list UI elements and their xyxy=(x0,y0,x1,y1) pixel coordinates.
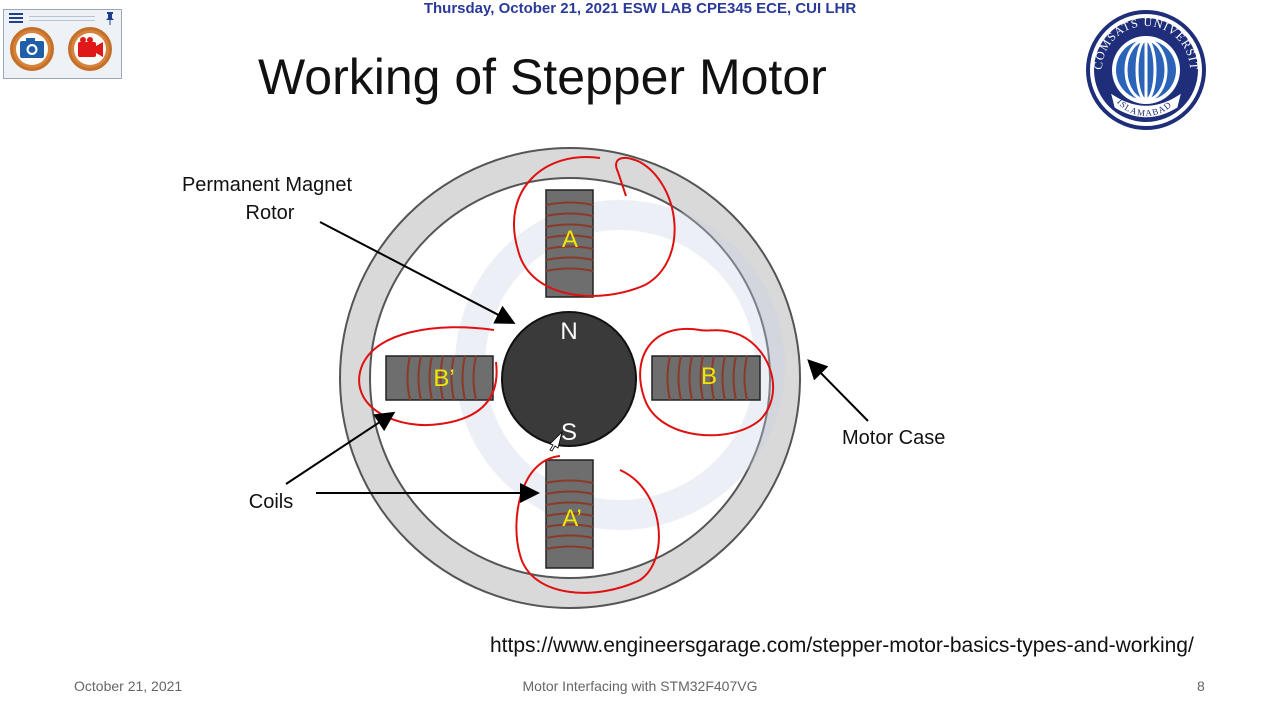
mouse-cursor xyxy=(549,430,563,452)
coil-a-prime: A’ xyxy=(545,459,594,569)
footer-title: Motor Interfacing with STM32F407VG xyxy=(522,678,758,694)
coil-label-b-prime: B’ xyxy=(433,365,454,392)
recorder-toolbar xyxy=(3,9,122,79)
source-url[interactable]: https://www.engineersgarage.com/stepper-… xyxy=(490,634,1194,657)
header-text: Thursday, October 21, 2021 ESW LAB CPE34… xyxy=(423,0,857,17)
camera-icon xyxy=(20,38,44,58)
coil-label-b: B xyxy=(701,363,717,390)
coils-arrow-upper xyxy=(285,411,396,485)
university-logo: COMSATS UNIVERSITY ISLAMABAD xyxy=(1080,6,1206,130)
coil-label-a-prime: A’ xyxy=(562,505,582,532)
pin-icon[interactable] xyxy=(104,11,116,25)
coil-b-prime: B’ xyxy=(385,355,494,401)
coil-a: A xyxy=(545,189,594,298)
slide-number: 8 xyxy=(1197,678,1205,694)
record-video-button[interactable] xyxy=(68,27,112,71)
screenshot-button[interactable] xyxy=(10,27,54,71)
coils-label: Coils xyxy=(249,491,293,513)
rotor-south-label: S xyxy=(561,419,577,446)
slide-title: Working of Stepper Motor xyxy=(258,49,827,105)
video-camera-icon xyxy=(78,37,103,57)
rotor xyxy=(501,311,637,447)
recorder-titlebar[interactable] xyxy=(4,10,121,26)
menu-icon[interactable] xyxy=(9,12,23,24)
coil-b: B xyxy=(651,355,761,401)
rotor-north-label: N xyxy=(560,318,577,345)
case-arrow xyxy=(807,359,869,422)
rotor-arrow xyxy=(319,221,516,324)
drag-handle[interactable] xyxy=(29,16,95,21)
motor-case-label: Motor Case xyxy=(842,427,945,449)
footer-date: October 21, 2021 xyxy=(74,678,183,694)
coil-label-a: A xyxy=(562,226,578,253)
rotor-label-line2: Rotor xyxy=(246,202,295,224)
rotor-label-line1: Permanent Magnet xyxy=(182,174,353,196)
